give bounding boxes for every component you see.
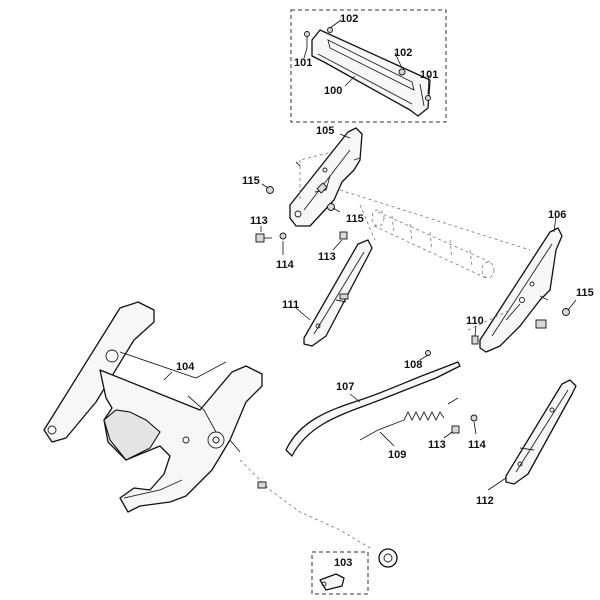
guide-line [239,459,371,549]
left-lower-plate-111[interactable] [303,239,373,347]
label-103: 103 [334,557,352,569]
screw-101-b[interactable] [425,95,431,101]
bolt-113-a[interactable] [255,233,272,243]
nut-115-c[interactable] [562,308,570,316]
nut-102-b[interactable] [398,68,406,76]
label-112: 112 [476,495,494,507]
label-110: 110 [466,315,484,327]
cross-tube [371,209,495,279]
label-106: 106 [548,209,566,221]
label-111: 111 [282,299,299,311]
screw-101-a[interactable] [304,31,310,49]
label-115-right: 115 [576,287,594,299]
nut-102-a[interactable] [327,27,333,33]
guide-line [467,309,511,331]
right-side-bracket-106[interactable] [479,227,563,353]
inset-box-bottom [311,551,369,595]
label-109: 109 [388,449,406,461]
cable-bar-107[interactable] [285,361,461,457]
label-115-left: 115 [242,175,260,187]
right-lower-plate-112[interactable] [505,379,577,485]
label-114-left: 114 [276,259,295,271]
label-101-left: 101 [294,57,312,69]
label-102-top: 102 [340,13,358,25]
leader-lines [163,19,577,491]
cable-end [257,481,398,568]
label-113-left: 113 [250,215,268,227]
washer-114-b[interactable] [470,414,478,422]
label-105: 105 [316,125,334,137]
nut-115-a[interactable] [266,186,274,194]
spring-109[interactable] [359,397,459,441]
deck-frame-104[interactable] [43,301,263,513]
label-108: 108 [404,359,422,371]
label-113-mid: 113 [318,251,336,263]
label-107: 107 [336,381,354,393]
pin-105 [295,161,301,167]
handle-bar-bracket-100[interactable] [311,29,431,117]
label-104: 104 [176,361,195,373]
bolt-110[interactable] [471,335,479,345]
tab-washer-103[interactable] [319,573,345,591]
label-114-right: 114 [468,439,487,451]
bolt-113-b[interactable] [339,231,348,240]
nut-115-b[interactable] [327,203,335,211]
label-113-right: 113 [428,439,446,451]
inset-box-top [290,9,447,123]
label-102-right: 102 [394,47,412,59]
clip-106 [535,319,547,329]
label-100: 100 [324,85,342,97]
label-115-mid: 115 [346,213,364,225]
label-101-right: 101 [420,69,438,81]
left-side-bracket-105[interactable] [289,127,363,227]
guide-line [359,204,376,241]
bolt-113-c[interactable] [451,425,460,434]
washer-114-a[interactable] [279,232,287,240]
pin-108[interactable] [425,350,431,356]
